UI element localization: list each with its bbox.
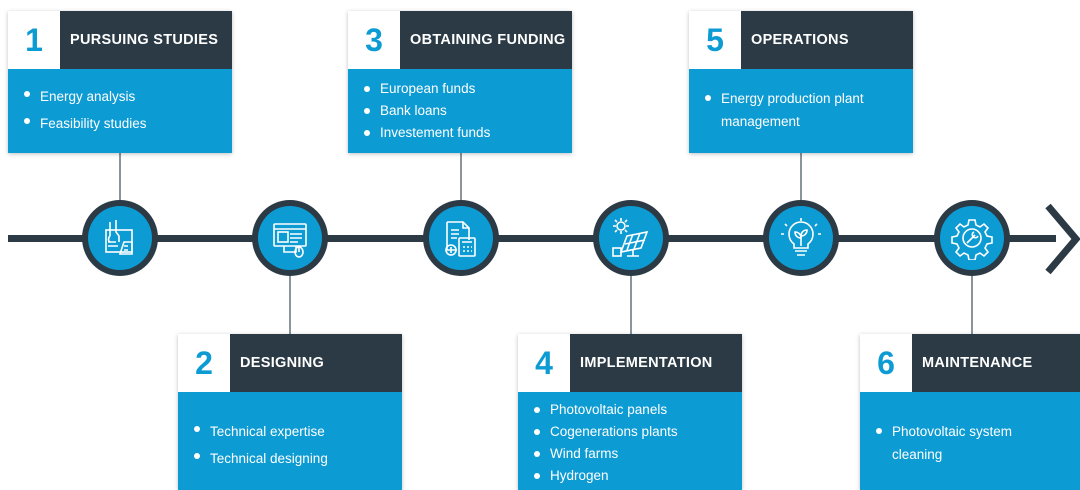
list-item: Hydrogen (518, 465, 742, 487)
step-number: 2 (178, 334, 230, 392)
step-node-1 (82, 200, 158, 276)
connector-4 (630, 274, 632, 334)
list-item: Energy analysis (8, 83, 232, 110)
step-node-6 (934, 200, 1010, 276)
step-title: DESIGNING (230, 334, 402, 392)
timeline-arrowhead (1045, 203, 1080, 275)
gear-wrench-icon (951, 219, 993, 260)
solar-panel-icon (612, 218, 649, 257)
list-item: Photovoltaic panels (518, 399, 742, 421)
step-number: 3 (348, 11, 400, 69)
list-item: Technical expertise (178, 418, 402, 445)
list-item: Feasibility studies (8, 110, 232, 137)
step-node-4 (593, 200, 669, 276)
list-item: Wind farms (518, 443, 742, 465)
step-card-3: 3 OBTAINING FUNDING European funds Bank … (348, 11, 572, 153)
step-node-3 (423, 200, 499, 276)
list-item: Cogenerations plants (518, 421, 742, 443)
step-number: 5 (689, 11, 741, 69)
design-screen-icon (273, 223, 307, 258)
connector-6 (971, 274, 973, 334)
connector-3 (460, 152, 462, 202)
step-card-6: 6 MAINTENANCE Photovoltaic system cleani… (860, 334, 1080, 490)
list-item: Technical designing (178, 445, 402, 472)
lightbulb-plant-icon (781, 218, 821, 256)
lab-blueprint-icon (105, 220, 133, 255)
list-item: Energy production plant management (689, 87, 913, 133)
step-title: OBTAINING FUNDING (400, 11, 572, 69)
timeline-line (8, 235, 1056, 242)
step-card-5: 5 OPERATIONS Energy production plant man… (689, 11, 913, 153)
invoice-calculator-icon (445, 221, 476, 257)
step-number: 4 (518, 334, 570, 392)
connector-1 (119, 152, 121, 202)
step-node-5 (763, 200, 839, 276)
step-number: 1 (8, 11, 60, 69)
step-title: PURSUING STUDIES (60, 11, 232, 69)
connector-5 (800, 152, 802, 202)
list-item: Photovoltaic system cleaning (860, 420, 1080, 466)
step-title: IMPLEMENTATION (570, 334, 742, 392)
step-title: MAINTENANCE (912, 334, 1080, 392)
step-card-2: 2 DESIGNING Technical expertise Technica… (178, 334, 402, 490)
step-title: OPERATIONS (741, 11, 913, 69)
step-card-1: 1 PURSUING STUDIES Energy analysis Feasi… (8, 11, 232, 153)
list-item: Bank loans (348, 100, 572, 122)
step-number: 6 (860, 334, 912, 392)
connector-2 (289, 274, 291, 334)
step-card-4: 4 IMPLEMENTATION Photovoltaic panels Cog… (518, 334, 742, 490)
list-item: Investement funds (348, 122, 572, 144)
list-item: European funds (348, 78, 572, 100)
step-node-2 (252, 200, 328, 276)
